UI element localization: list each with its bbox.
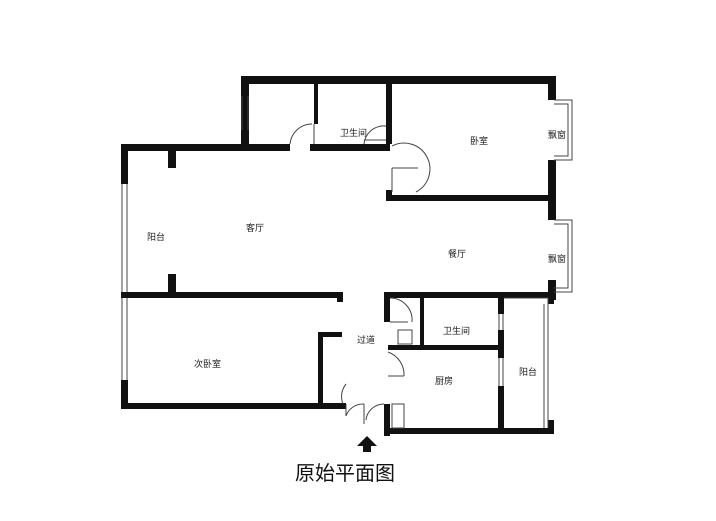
plan-title: 原始平面图 xyxy=(295,461,395,485)
label-bay-window-right: 飘窗 xyxy=(548,253,566,265)
entrance-arrow-icon xyxy=(357,436,377,452)
label-balcony-left: 阳台 xyxy=(147,231,165,243)
label-bay-window-top: 飘窗 xyxy=(548,129,566,141)
label-living-room: 客厅 xyxy=(246,222,264,234)
label-bathroom-top: 卫生间 xyxy=(340,127,367,139)
label-second-bedroom: 次卧室 xyxy=(194,358,221,370)
label-bedroom: 卧室 xyxy=(470,135,488,147)
label-bathroom-mid: 卫生间 xyxy=(443,325,470,337)
label-corridor: 过道 xyxy=(357,334,375,346)
label-kitchen: 厨房 xyxy=(435,375,453,387)
walls xyxy=(121,76,556,436)
label-dining-room: 餐厅 xyxy=(448,248,466,260)
thin-lines xyxy=(121,96,573,429)
label-balcony-right: 阳台 xyxy=(519,366,537,378)
